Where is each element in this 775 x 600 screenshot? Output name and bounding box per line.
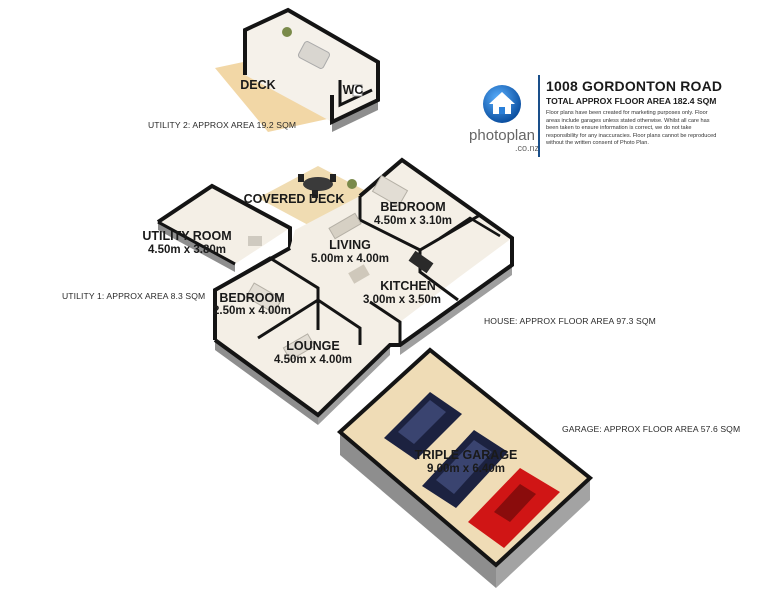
lounge-label: LOUNGE <box>286 339 339 353</box>
property-title: 1008 GORDONTON ROAD <box>546 78 723 94</box>
toilet <box>352 84 363 97</box>
garage-area-label: GARAGE: APPROX FLOOR AREA 57.6 SQM <box>562 424 741 434</box>
kitchen-label: KITCHEN <box>380 279 436 293</box>
utility-room-walls <box>156 183 292 250</box>
utility-room-dims: 4.50m x 3.80m <box>148 244 226 256</box>
total-floor-area: TOTAL APPROX FLOOR AREA 182.4 SQM <box>546 96 717 106</box>
living-sofa <box>328 212 362 240</box>
photoplan-logo <box>483 85 521 123</box>
garage-building <box>336 347 594 588</box>
disclaimer-text: Floor plans have been created for market… <box>546 110 717 147</box>
covered-deck-area <box>258 166 368 226</box>
bedroom1-label: BEDROOM <box>380 200 445 214</box>
utility-2-area-label: UTILITY 2: APPROX AREA 19.2 SQM <box>148 120 297 130</box>
wc-label: WC <box>343 83 364 97</box>
bench <box>248 236 262 246</box>
kitchen-bench <box>408 250 434 274</box>
utility-room-label: UTILITY ROOM <box>142 229 231 243</box>
studio-walls <box>243 7 380 126</box>
logo-domain: .co.nz <box>514 143 539 153</box>
plant-2 <box>347 179 357 189</box>
bed-1 <box>371 175 409 207</box>
red-car <box>468 468 560 548</box>
utility-1-area-label: UTILITY 1: APPROX AREA 8.3 SQM <box>62 291 206 301</box>
plant <box>282 27 292 37</box>
bed-2 <box>245 282 283 314</box>
logo-wordmark: photoplan <box>469 127 535 144</box>
room-labels: DECK WC COVERED DECK BEDROOM 4.50m x 3.1… <box>142 78 517 475</box>
house-area-label: HOUSE: APPROX FLOOR AREA 97.3 SQM <box>484 316 656 326</box>
utility-room-wall-side <box>158 222 235 272</box>
kitchen-dims: 3.00m x 3.50m <box>363 294 441 306</box>
garage-walls <box>336 347 594 568</box>
studio-wall-side <box>332 100 378 132</box>
living-label: LIVING <box>329 238 371 252</box>
house-outer-walls <box>213 157 514 418</box>
sofa <box>297 41 331 69</box>
house-building <box>213 157 514 425</box>
dark-car-1 <box>384 392 462 460</box>
dark-car-2 <box>422 430 508 508</box>
lounge-walls <box>257 298 362 345</box>
ottoman <box>348 264 370 284</box>
house-wall-side-right <box>400 265 512 355</box>
garage-wall-side-left <box>340 432 496 588</box>
garage-dims: 9.00m x 6.40m <box>427 463 505 475</box>
living-dims: 5.00m x 4.00m <box>311 253 389 265</box>
bedroom2-label: BEDROOM <box>219 291 284 305</box>
bedroom2-dims: 2.50m x 4.00m <box>213 305 291 317</box>
utility-2-building <box>215 7 380 132</box>
house-wall-side-left <box>215 340 318 425</box>
utility-1-building <box>156 183 292 272</box>
header-divider <box>538 75 540 157</box>
garage-label: TRIPLE GARAGE <box>415 448 518 462</box>
garage-wall-side-right <box>496 478 590 588</box>
house-icon <box>489 92 515 114</box>
bathroom-walls <box>439 216 501 240</box>
lounge-dims: 4.50m x 4.00m <box>274 354 352 366</box>
deck-label: DECK <box>240 78 275 92</box>
lounge-sofa <box>282 333 316 361</box>
bedroom1-dims: 4.50m x 3.10m <box>374 215 452 227</box>
covered-deck-label: COVERED DECK <box>244 192 345 206</box>
dining-table <box>303 177 333 191</box>
bedroom2-walls <box>214 256 320 330</box>
studio-floor <box>245 10 378 122</box>
